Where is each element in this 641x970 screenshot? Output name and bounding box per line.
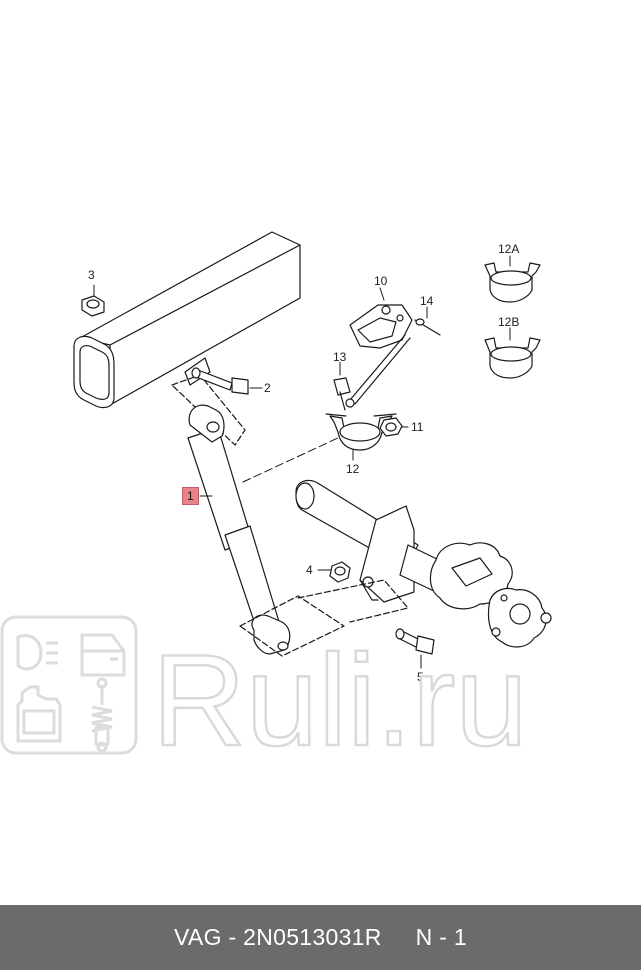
callout-12: 12 xyxy=(346,462,360,476)
shock-absorber xyxy=(187,404,291,655)
callout-1: 1 xyxy=(182,487,199,505)
clamp-12b xyxy=(484,337,541,379)
callout-5: 5 xyxy=(417,670,424,684)
parts-diagram: 1 2 3 4 5 10 11 12 12A 12B 13 14 xyxy=(73,231,552,684)
callout-13: 13 xyxy=(333,350,347,364)
bolt-5 xyxy=(395,628,435,655)
quantity: N - 1 xyxy=(415,924,467,950)
diagram-drawing xyxy=(73,231,552,669)
clamp-12 xyxy=(325,413,397,451)
callout-2: 2 xyxy=(264,381,271,395)
leader-lines xyxy=(93,255,511,669)
callout-12b: 12B xyxy=(498,315,520,329)
bolt-2 xyxy=(191,367,249,395)
pin-14 xyxy=(414,318,441,336)
callout-11: 11 xyxy=(411,420,424,434)
footer-bar: VAG - 2N0513031R N - 1 xyxy=(0,905,641,970)
callout-12a: 12A xyxy=(498,242,520,256)
nut-3 xyxy=(81,295,105,317)
callout-10: 10 xyxy=(374,274,388,288)
clamp-12a xyxy=(484,262,541,303)
rear-axle-beam xyxy=(295,479,552,648)
nut-11 xyxy=(379,417,403,437)
bolt-13 xyxy=(333,377,351,411)
callout-3: 3 xyxy=(88,268,95,282)
level-sensor xyxy=(345,304,413,408)
frame-rail xyxy=(73,231,301,409)
lower-mount-outline xyxy=(239,579,409,657)
callout-4: 4 xyxy=(306,563,313,577)
part-number: VAG - 2N0513031R xyxy=(174,924,382,950)
nut-4 xyxy=(329,561,351,583)
callout-14: 14 xyxy=(420,294,434,308)
